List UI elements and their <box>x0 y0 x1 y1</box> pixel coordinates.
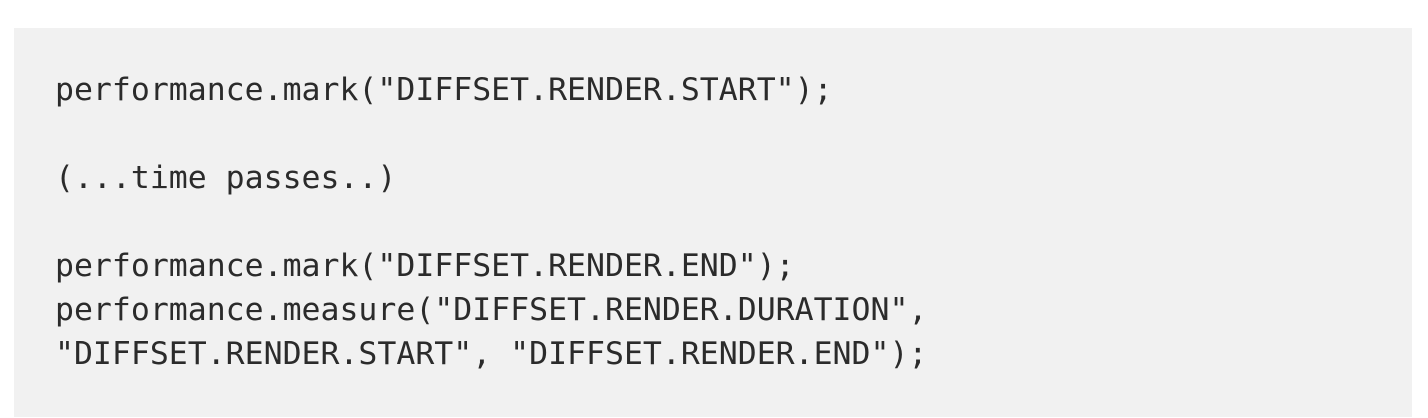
code-line-blank <box>55 112 1372 156</box>
code-block: performance.mark("DIFFSET.RENDER.START")… <box>14 28 1412 417</box>
code-line: (...time passes..) <box>55 160 397 196</box>
code-line: "DIFFSET.RENDER.START", "DIFFSET.RENDER.… <box>55 336 928 372</box>
code-line: performance.mark("DIFFSET.RENDER.START")… <box>55 72 833 108</box>
code-line-blank <box>55 200 1372 244</box>
code-line: performance.mark("DIFFSET.RENDER.END"); <box>55 248 795 284</box>
code-line: performance.measure("DIFFSET.RENDER.DURA… <box>55 292 928 328</box>
